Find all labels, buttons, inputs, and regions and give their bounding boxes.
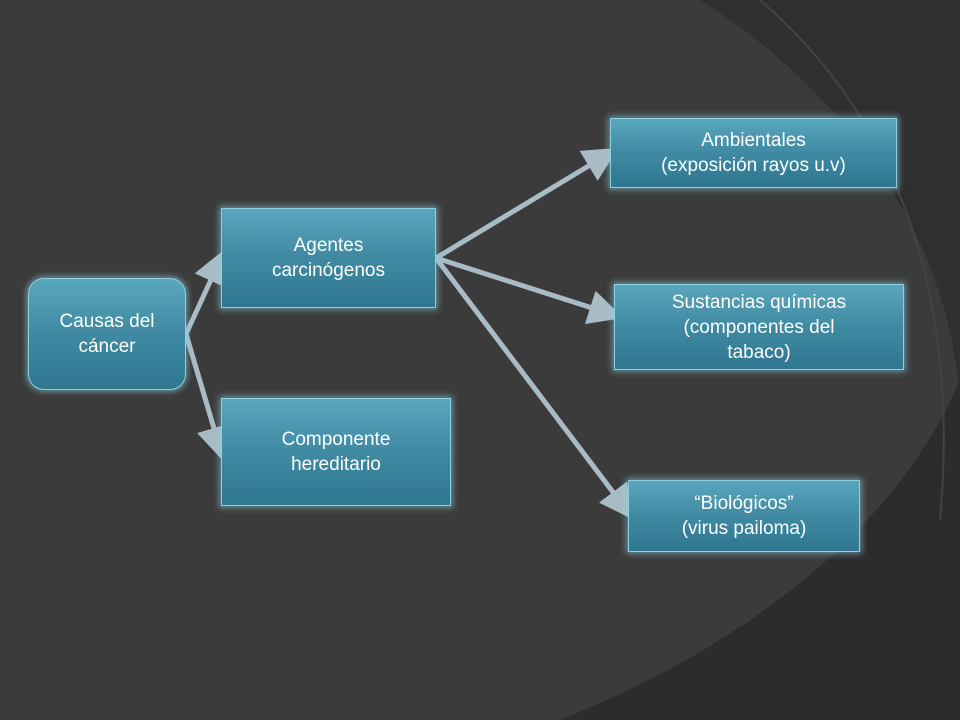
node-agentes-label: Agentes carcinógenos [271, 235, 386, 281]
node-causas-label: Causas del cáncer [59, 311, 155, 357]
decor-curve-top [700, 0, 960, 420]
node-biologicos-label: “Biológicos” (virus pailoma) [681, 493, 807, 539]
node-biologicos: “Biológicos” (virus pailoma) [628, 480, 860, 552]
decor-curve-bottom [560, 380, 960, 720]
node-causas-del-cancer: Causas del cáncer [28, 278, 186, 390]
node-ambientales-label: Ambientales (exposición rayos u.v) [661, 130, 846, 176]
node-agentes-carcinogenos: Agentes carcinógenos [221, 208, 436, 308]
node-ambientales: Ambientales (exposición rayos u.v) [610, 118, 897, 188]
node-sustancias-quimicas: Sustancias químicas (componentes del tab… [614, 284, 904, 370]
node-componente-hereditario: Componente hereditario [221, 398, 451, 506]
node-sustancias-label: Sustancias químicas (componentes del tab… [671, 291, 847, 363]
decor-arc-line [759, 0, 945, 521]
node-componente-label: Componente hereditario [281, 429, 391, 475]
